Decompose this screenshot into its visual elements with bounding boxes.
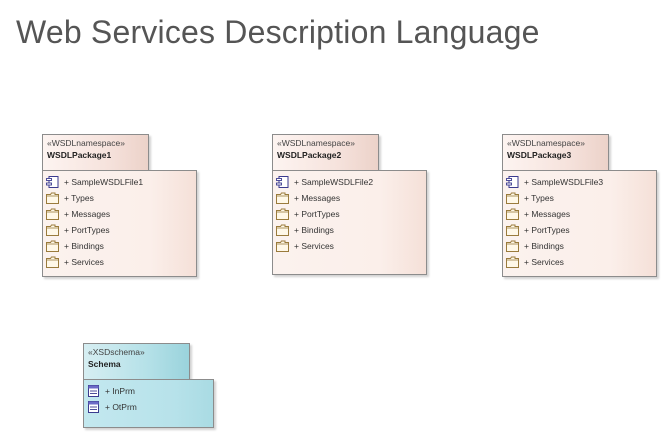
- package-item[interactable]: + Messages: [503, 206, 656, 222]
- package-body[interactable]: + SampleWSDLFile1 + Types + Messages + P…: [42, 170, 197, 277]
- item-label: + InPrm: [105, 386, 135, 396]
- package-item[interactable]: + InPrm: [84, 383, 213, 399]
- item-label: + PortTypes: [524, 225, 570, 235]
- folder-icon: [46, 192, 59, 204]
- folder-icon: [506, 224, 519, 236]
- folder-icon: [276, 240, 289, 252]
- folder-icon: [276, 192, 289, 204]
- item-label: + SampleWSDLFile3: [524, 177, 604, 187]
- component-icon: [276, 176, 289, 188]
- item-label: + Bindings: [64, 241, 104, 251]
- package-item[interactable]: + Bindings: [43, 238, 196, 254]
- component-icon: [506, 176, 519, 188]
- item-label: + Bindings: [294, 225, 334, 235]
- folder-icon: [276, 224, 289, 236]
- package-tab[interactable]: «WSDLnamespace» WSDLPackage3: [502, 134, 609, 171]
- class-icon: [87, 401, 100, 413]
- package-item[interactable]: + Types: [43, 190, 196, 206]
- package-item[interactable]: + OtPrm: [84, 399, 213, 415]
- item-label: + Services: [64, 257, 104, 267]
- package-name: Schema: [88, 359, 121, 369]
- item-label: + Bindings: [524, 241, 564, 251]
- item-label: + PortTypes: [64, 225, 110, 235]
- package-name: WSDLPackage1: [47, 150, 112, 160]
- item-label: + Services: [524, 257, 564, 267]
- folder-icon: [276, 208, 289, 220]
- item-label: + SampleWSDLFile2: [294, 177, 374, 187]
- class-icon: [87, 385, 100, 397]
- package-item[interactable]: + Bindings: [273, 222, 426, 238]
- item-label: + Types: [64, 193, 94, 203]
- item-label: + OtPrm: [105, 402, 137, 412]
- package-item[interactable]: + Messages: [43, 206, 196, 222]
- item-label: + PortTypes: [294, 209, 340, 219]
- folder-icon: [506, 192, 519, 204]
- item-label: + Types: [524, 193, 554, 203]
- package-stereotype: «XSDschema»: [88, 347, 145, 357]
- package-tab[interactable]: «WSDLnamespace» WSDLPackage1: [42, 134, 149, 171]
- package-item[interactable]: + Bindings: [503, 238, 656, 254]
- folder-icon: [506, 240, 519, 252]
- folder-icon: [46, 240, 59, 252]
- item-label: + Messages: [64, 209, 111, 219]
- package-tab[interactable]: «XSDschema» Schema: [83, 343, 190, 380]
- package-item[interactable]: + SampleWSDLFile3: [503, 174, 656, 190]
- package-item[interactable]: + Services: [273, 238, 426, 254]
- diagram-title: Web Services Description Language: [16, 14, 540, 50]
- package-item[interactable]: + PortTypes: [43, 222, 196, 238]
- package-item[interactable]: + SampleWSDLFile2: [273, 174, 426, 190]
- item-label: + SampleWSDLFile1: [64, 177, 144, 187]
- package-item[interactable]: + Messages: [273, 190, 426, 206]
- package-stereotype: «WSDLnamespace»: [47, 138, 125, 148]
- package-stereotype: «WSDLnamespace»: [507, 138, 585, 148]
- folder-icon: [506, 256, 519, 268]
- folder-icon: [46, 224, 59, 236]
- package-item[interactable]: + PortTypes: [273, 206, 426, 222]
- folder-icon: [506, 208, 519, 220]
- folder-icon: [46, 208, 59, 220]
- package-item[interactable]: + Services: [43, 254, 196, 270]
- item-label: + Messages: [524, 209, 571, 219]
- item-label: + Messages: [294, 193, 341, 203]
- item-label: + Services: [294, 241, 334, 251]
- package-stereotype: «WSDLnamespace»: [277, 138, 355, 148]
- package-tab[interactable]: «WSDLnamespace» WSDLPackage2: [272, 134, 379, 171]
- package-body[interactable]: + InPrm + OtPrm: [83, 379, 214, 428]
- package-name: WSDLPackage3: [507, 150, 572, 160]
- package-item[interactable]: + SampleWSDLFile1: [43, 174, 196, 190]
- component-icon: [46, 176, 59, 188]
- package-item[interactable]: + PortTypes: [503, 222, 656, 238]
- package-item[interactable]: + Services: [503, 254, 656, 270]
- package-body[interactable]: + SampleWSDLFile3 + Types + Messages + P…: [502, 170, 657, 277]
- folder-icon: [46, 256, 59, 268]
- package-item[interactable]: + Types: [503, 190, 656, 206]
- package-name: WSDLPackage2: [277, 150, 342, 160]
- package-body[interactable]: + SampleWSDLFile2 + Messages + PortTypes…: [272, 170, 427, 275]
